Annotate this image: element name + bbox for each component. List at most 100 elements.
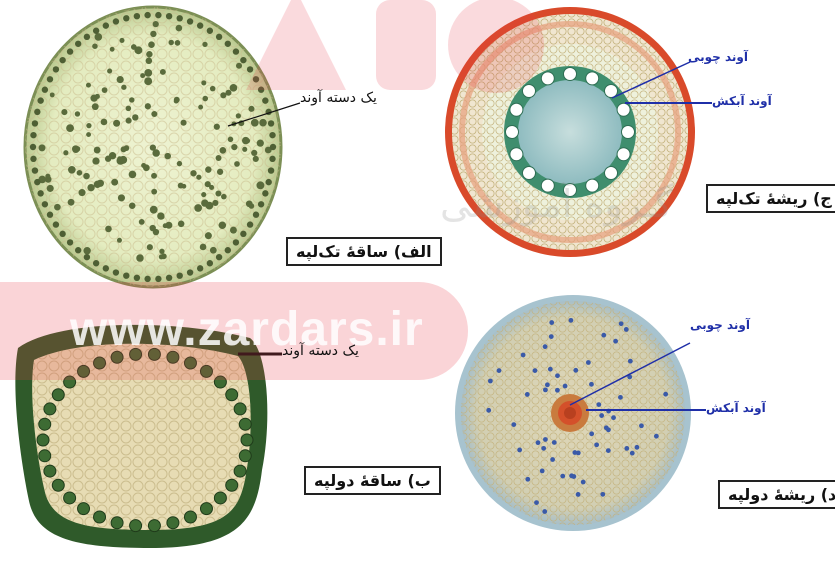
- vascular-bundle: [95, 33, 103, 41]
- vascular-bundle: [247, 221, 253, 227]
- vascular-bundle: [187, 269, 193, 275]
- vascular-bundle: [52, 479, 64, 491]
- vascular-bundle: [148, 520, 160, 532]
- cortex-cell: [611, 415, 616, 420]
- vascular-bundle: [92, 103, 99, 110]
- vascular-bundle: [144, 77, 152, 85]
- vascular-bundle: [236, 113, 241, 118]
- vascular-bundle: [239, 418, 251, 430]
- monocot-root-section: [445, 7, 695, 257]
- vascular-bundle: [121, 146, 127, 152]
- vascular-bundle: [200, 503, 212, 515]
- xylem-vessel: [541, 72, 554, 85]
- xylem-vessel: [605, 167, 618, 180]
- dicot-root-caption: د) ریشهٔ دولپه: [718, 480, 835, 509]
- vascular-bundle: [111, 179, 118, 186]
- vascular-bundle: [146, 51, 152, 57]
- vascular-bundle: [75, 111, 80, 116]
- vascular-bundle: [166, 275, 172, 281]
- vascular-bundle: [130, 348, 142, 360]
- cortex-cell: [624, 327, 629, 332]
- vascular-bundle: [84, 254, 90, 260]
- vascular-bundle: [201, 80, 206, 85]
- cortex-cell: [589, 431, 594, 436]
- vascular-bundle: [214, 492, 226, 504]
- vascular-bundle: [67, 48, 73, 54]
- vascular-bundle: [262, 97, 268, 103]
- vascular-bundle: [147, 244, 153, 250]
- vascular-bundle: [212, 200, 218, 206]
- vascular-bundle: [134, 275, 140, 281]
- vascular-bundle: [121, 85, 126, 90]
- vascular-bundle: [79, 189, 86, 196]
- vascular-bundle: [94, 511, 106, 523]
- cortex-cell: [543, 344, 548, 349]
- vascular-bundle: [92, 43, 98, 49]
- vascular-bundle: [113, 269, 119, 275]
- vascular-bundle: [134, 46, 142, 54]
- cortex-cell: [560, 474, 565, 479]
- vascular-bundle: [176, 25, 183, 32]
- cortex-cell: [541, 446, 546, 451]
- cortex-cell: [630, 451, 635, 456]
- cortex-cell: [550, 457, 555, 462]
- vascular-bundle: [256, 181, 264, 189]
- cortex-cell: [548, 367, 553, 372]
- vascular-bundle: [248, 106, 254, 112]
- cortex-cell: [549, 334, 554, 339]
- vascular-bundle: [240, 231, 246, 237]
- vascular-bundle: [177, 161, 182, 166]
- vascular-bundle: [34, 109, 40, 115]
- vascular-bundle: [126, 106, 132, 112]
- cortex-cell: [663, 392, 668, 397]
- cortex-cell: [628, 359, 633, 364]
- cortex-cell: [572, 450, 577, 455]
- vascular-bundle: [150, 206, 158, 214]
- vascular-bundle: [187, 18, 193, 24]
- vascular-bundle: [217, 169, 223, 175]
- vascular-bundle: [77, 170, 83, 176]
- monocot-root-phloem-label: آوند آبکش: [712, 94, 772, 108]
- vascular-bundle: [39, 450, 51, 462]
- vascular-bundle: [117, 76, 124, 83]
- vascular-bundle: [63, 150, 68, 155]
- vascular-bundle: [37, 434, 49, 446]
- vascular-bundle: [102, 87, 108, 93]
- vascular-bundle: [61, 109, 67, 115]
- cortex-cell: [654, 434, 659, 439]
- xylem-vessel: [622, 126, 635, 139]
- cortex-cell: [639, 423, 644, 428]
- vascular-bundle: [205, 232, 212, 239]
- vascular-bundle: [158, 214, 164, 220]
- vascular-bundle: [190, 170, 196, 176]
- vascular-bundle: [181, 120, 187, 126]
- vascular-bundle: [159, 249, 164, 254]
- vascular-bundle: [53, 66, 59, 72]
- vascular-bundle: [196, 175, 201, 180]
- vascular-bundle: [242, 147, 247, 152]
- vascular-bundle: [126, 118, 132, 124]
- vascular-bundle: [94, 181, 101, 188]
- vascular-bundle: [111, 351, 123, 363]
- vascular-bundle: [249, 203, 255, 209]
- dicot-stem-section: [15, 325, 267, 548]
- dicot-root-xylem-label: آوند چوبی: [690, 318, 750, 332]
- cortex-cell: [525, 477, 530, 482]
- cortex-cell: [536, 440, 541, 445]
- vascular-bundle: [141, 163, 146, 168]
- vascular-bundle: [214, 124, 220, 130]
- vascular-bundle: [163, 223, 168, 228]
- vascular-bundle: [221, 194, 227, 200]
- xylem-vessel: [510, 103, 523, 116]
- vascular-bundle: [47, 185, 54, 192]
- vascular-bundle: [144, 69, 152, 77]
- vascular-bundle: [119, 38, 124, 43]
- vascular-bundle: [201, 192, 206, 197]
- vascular-bundle: [144, 276, 150, 282]
- vascular-bundle: [148, 348, 160, 360]
- vascular-bundle: [198, 105, 203, 110]
- vascular-bundle: [32, 120, 38, 126]
- vascular-bundle: [240, 57, 246, 63]
- cortex-cell: [517, 448, 522, 453]
- vascular-bundle: [230, 227, 237, 234]
